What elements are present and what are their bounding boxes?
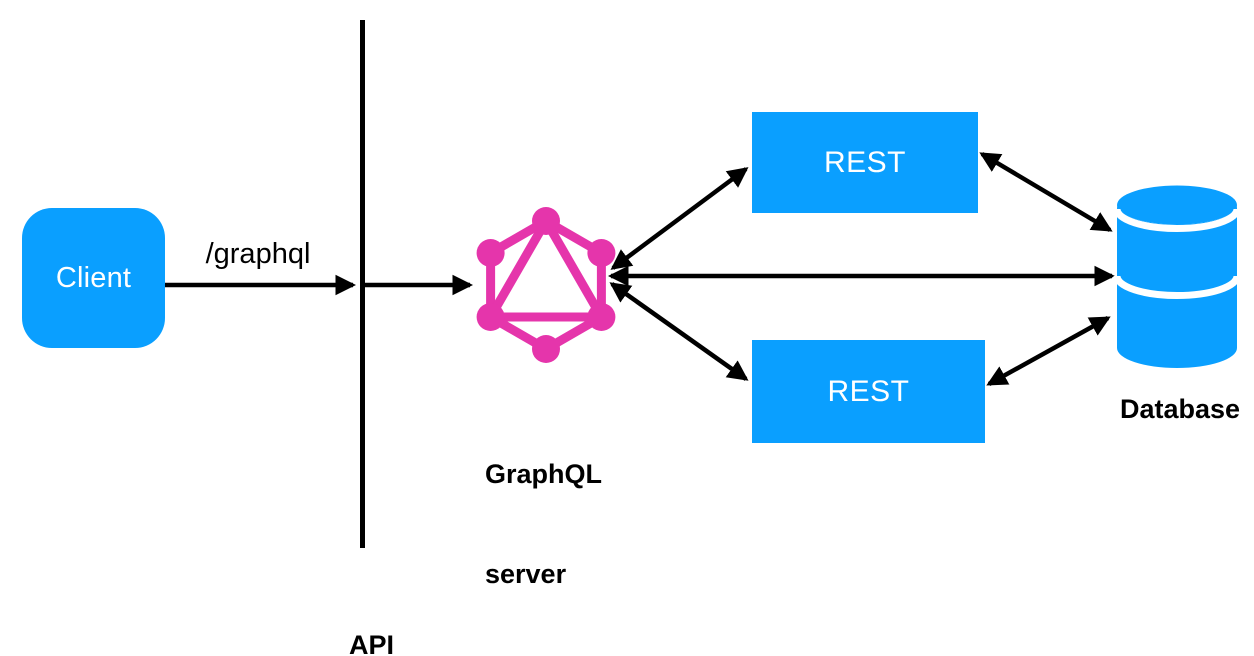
rest-bottom-label: REST [827,374,910,408]
graphql-logo-icon [476,207,616,363]
graphql-server-label: GraphQL server [485,458,603,590]
graphql-path-label: /graphql [205,238,311,270]
api-gateway-label: API Gateway [349,629,395,656]
arrow-rest-bottom-database [986,316,1111,386]
rest-top-node: REST [752,112,978,213]
rest-bottom-node: REST [752,340,985,443]
client-node: Client [22,208,165,348]
arrow-rest-top-database [979,152,1113,232]
arrow-graphql-rest-top [610,167,749,270]
database-label: Database [1119,394,1241,424]
database-cylinder-icon [1113,185,1241,368]
arrow-graphql-rest-bottom [609,282,749,381]
client-label: Client [55,261,132,294]
rest-top-label: REST [823,145,906,179]
